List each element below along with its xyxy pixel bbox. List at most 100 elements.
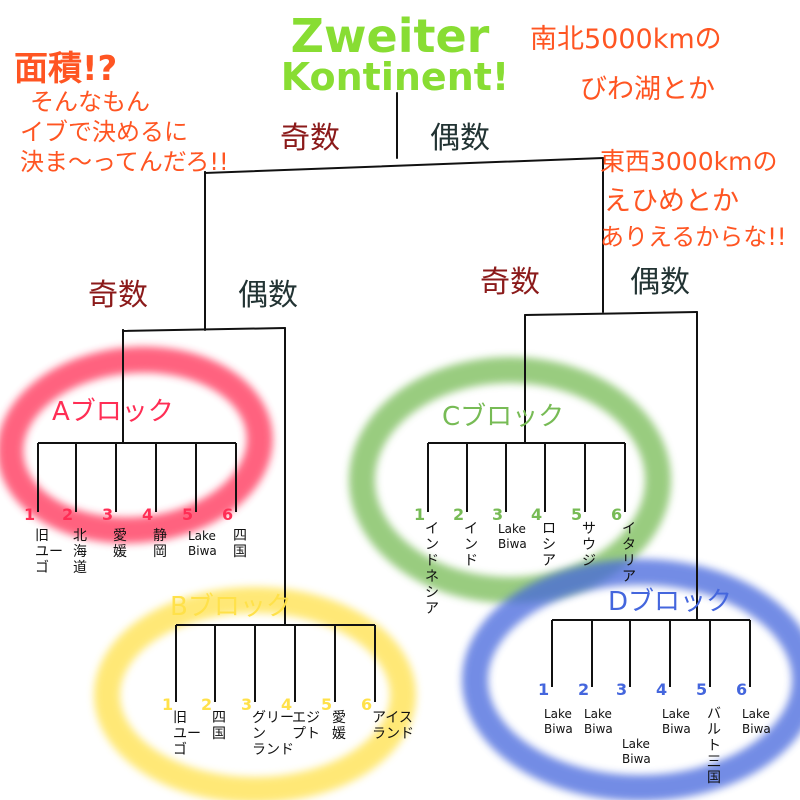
block-a-seed-number: 4 bbox=[142, 505, 153, 524]
blocks-group: Aブロック1旧ユーゴ2北海道3愛媛4静岡5LakeBiwa6四国Bブロック1旧ユ… bbox=[24, 397, 771, 786]
block-c-entry-text: タ bbox=[622, 537, 636, 553]
branch-label-top-even: 偶数 bbox=[430, 121, 490, 156]
block-b-entry-text: グリー bbox=[252, 710, 294, 726]
note-right-line-3: 東西3000kmの bbox=[600, 147, 777, 176]
block-d-entry-text: 三 bbox=[707, 754, 721, 770]
block-d-entry-text: ト bbox=[707, 738, 721, 754]
bracket-lines bbox=[122, 92, 698, 626]
block-d-seed-number: 5 bbox=[696, 680, 707, 699]
block-c-entry-text: Lake bbox=[498, 522, 526, 536]
block-a-entry-text: Biwa bbox=[188, 544, 217, 558]
block-c-entry-text: イ bbox=[425, 521, 439, 537]
block-c-seed-number: 3 bbox=[492, 505, 503, 524]
block-b-entry-text: ランド bbox=[372, 726, 414, 742]
block-b-entry-text: 四 bbox=[212, 710, 226, 726]
block-c-entry-text: ド bbox=[425, 553, 439, 569]
block-a-seed-number: 3 bbox=[102, 505, 113, 524]
block-b-entry-text: ランド bbox=[252, 742, 294, 758]
note-left-line-1: 面積!? bbox=[14, 49, 117, 89]
block-a-entry-text: ユー bbox=[35, 544, 63, 560]
block-c-entry-text: ン bbox=[464, 537, 478, 553]
block-d-entry-text: Biwa bbox=[622, 752, 651, 766]
block-c-seed-number: 6 bbox=[611, 505, 622, 524]
block-a-title: Aブロック bbox=[52, 397, 174, 427]
branch-label-left-even: 偶数 bbox=[238, 278, 298, 313]
block-c-entry-text: ア bbox=[542, 553, 556, 569]
title-line-2: Kontinent! bbox=[281, 55, 510, 99]
block-a-entry-text: 静 bbox=[153, 528, 167, 544]
note-right-line-1: 南北5000kmの bbox=[530, 24, 722, 55]
block-b-ring bbox=[94, 587, 416, 800]
block-d-entry-text: Lake bbox=[662, 707, 690, 721]
block-b-seed-number: 5 bbox=[321, 695, 332, 714]
block-c-entry-text: ド bbox=[464, 553, 478, 569]
block-a-entry-text: 海 bbox=[73, 544, 87, 560]
block-c-entry-text: リ bbox=[622, 553, 636, 569]
block-c-entry-text: ネ bbox=[425, 569, 439, 585]
block-d-seed-number: 6 bbox=[736, 680, 747, 699]
block-b-entry-text: 国 bbox=[212, 726, 226, 742]
block-a-seed-number: 1 bbox=[24, 505, 35, 524]
block-b-entry-text: ン bbox=[252, 726, 266, 742]
note-left-line-2: そんなもん bbox=[30, 88, 150, 116]
block-b-seed-number: 1 bbox=[162, 695, 173, 714]
block-d-seed-number: 1 bbox=[538, 680, 549, 699]
note-left-line-4: 決ま〜ってんだろ!! bbox=[20, 148, 229, 176]
block-d-entry-text: Biwa bbox=[584, 722, 613, 736]
block-c-entry-text: ア bbox=[425, 601, 439, 617]
block-d-entry-text: Lake bbox=[544, 707, 572, 721]
block-c-seed-number: 5 bbox=[571, 505, 582, 524]
block-d-entry-text: Biwa bbox=[742, 722, 771, 736]
block-a-entry-text: 旧 bbox=[35, 528, 49, 544]
note-right-line-4: えひめとか bbox=[604, 186, 739, 217]
bracket-top-bar bbox=[204, 157, 604, 175]
block-c-entry-text: ア bbox=[622, 569, 636, 585]
block-c-entry-text: イ bbox=[464, 521, 478, 537]
block-d: Dブロック1LakeBiwa2LakeBiwa3LakeBiwa4LakeBiw… bbox=[538, 587, 771, 786]
block-c-entry-text: ン bbox=[425, 537, 439, 553]
block-b-title: Bブロック bbox=[170, 592, 292, 622]
block-b-entry-text: エジ bbox=[292, 710, 320, 726]
block-c-ring bbox=[349, 357, 671, 603]
block-d-entry-text: 国 bbox=[707, 770, 721, 786]
block-b-seed-number: 4 bbox=[281, 695, 292, 714]
block-d-entry-text: Lake bbox=[622, 737, 650, 751]
block-a-entry-text: 四 bbox=[233, 528, 247, 544]
block-c-seed-number: 4 bbox=[531, 505, 542, 524]
block-d-entry-text: Biwa bbox=[662, 722, 691, 736]
block-a-entry-text: 北 bbox=[73, 528, 87, 544]
block-a-ring bbox=[0, 346, 273, 544]
block-c-entry-text: イ bbox=[622, 521, 636, 537]
block-b-entry-text: 媛 bbox=[332, 726, 346, 742]
block-d-ring bbox=[462, 559, 800, 800]
block-a-entry-text: 岡 bbox=[153, 544, 167, 560]
block-d-seed-number: 2 bbox=[578, 680, 589, 699]
block-a-seed-number: 6 bbox=[222, 505, 233, 524]
note-right-line-5: ありえるからな!! bbox=[600, 223, 787, 251]
block-b-seed-number: 6 bbox=[361, 695, 372, 714]
block-d-entry-text: Lake bbox=[742, 707, 770, 721]
block-a-entry-text: 道 bbox=[73, 560, 87, 576]
block-d-seed-number: 4 bbox=[656, 680, 667, 699]
block-b-entry-text: 愛 bbox=[332, 710, 346, 726]
block-b-seed-number: 2 bbox=[201, 695, 212, 714]
block-a-entry-text: 国 bbox=[233, 544, 247, 560]
branch-label-top-odd: 奇数 bbox=[280, 121, 340, 156]
block-b-entry-text: アイス bbox=[372, 710, 413, 726]
block-c-entry-text: Biwa bbox=[498, 537, 527, 551]
block-c-title: Cブロック bbox=[442, 402, 564, 432]
block-d-seed-number: 3 bbox=[616, 680, 627, 699]
block-d-entry-text: ル bbox=[707, 722, 721, 738]
block-c-seed-number: 2 bbox=[453, 505, 464, 524]
block-d-title: Dブロック bbox=[608, 587, 732, 617]
block-rings bbox=[0, 346, 800, 800]
block-b-entry-text: 旧 bbox=[173, 710, 187, 726]
note-left-line-3: イブで決めるに bbox=[20, 118, 188, 146]
bracket-right-bar bbox=[524, 311, 698, 316]
block-d-entry-text: Lake bbox=[584, 707, 612, 721]
block-b-seed-number: 3 bbox=[241, 695, 252, 714]
